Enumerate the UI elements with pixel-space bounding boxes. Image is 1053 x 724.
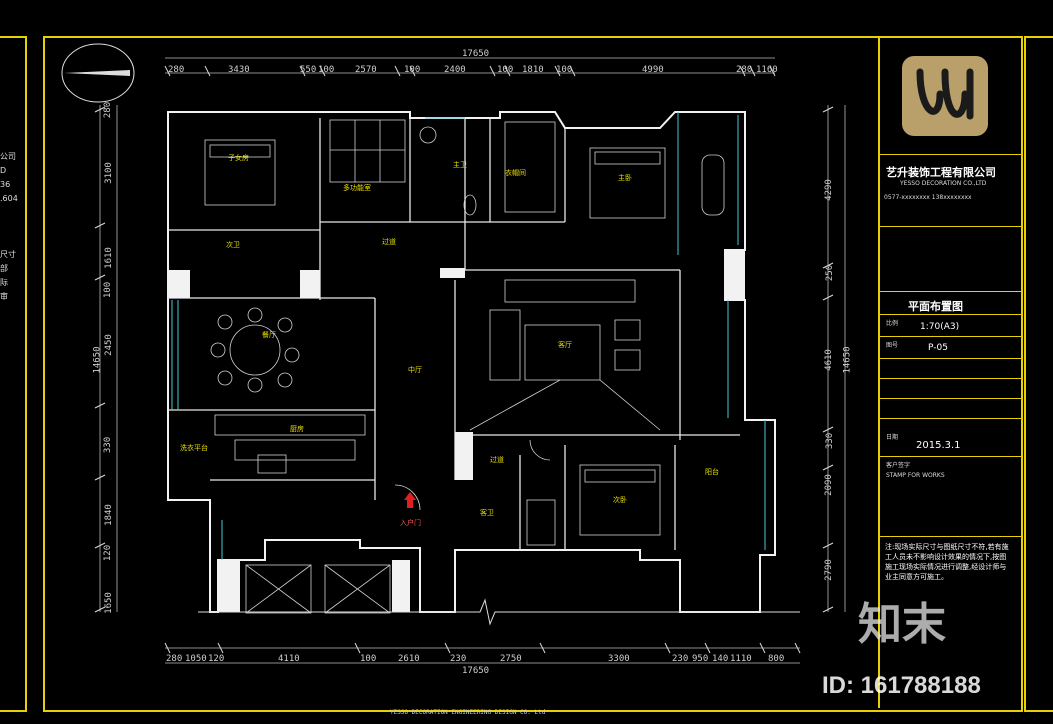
bottom-dim-4: 4110 xyxy=(278,654,300,664)
left-dim-1: 280 xyxy=(103,101,114,119)
bottom-dim-1: 280 xyxy=(166,654,183,664)
top-dim-9: 1810 xyxy=(522,65,544,75)
top-dim-5: 2570 xyxy=(355,65,377,75)
left-dim-3: 1610 xyxy=(103,247,114,269)
room-label-hall: 中厅 xyxy=(408,366,422,374)
top-dim-10: 100 xyxy=(556,65,573,75)
left-dim-8: 120 xyxy=(103,544,114,562)
watermark-brand: 知末 xyxy=(858,599,946,650)
right-total-dim: 14650 xyxy=(842,346,853,374)
right-dim-5: 2090 xyxy=(823,474,834,496)
room-label-closet: 衣帽间 xyxy=(505,169,526,177)
date-label: 日期 xyxy=(886,434,899,441)
left-total-dim: 14650 xyxy=(92,346,103,374)
top-dim-8: 100 xyxy=(497,65,514,75)
right-dim-3: 4610 xyxy=(823,349,834,371)
room-label-laundry: 洗衣平台 xyxy=(180,444,208,452)
scale-label: 比例 xyxy=(886,320,899,327)
top-dim-11: 4990 xyxy=(642,65,664,75)
bottom-total-dim: 17650 xyxy=(462,666,490,676)
right-dim-4: 330 xyxy=(825,432,836,450)
room-label-child: 子女房 xyxy=(228,154,249,162)
main-sheet-frame xyxy=(43,36,1023,712)
title-block: 艺升装饰工程有限公司 YESSO DECORATION CO.,LTD 0577… xyxy=(878,36,1021,708)
right-dim-2: 250 xyxy=(825,264,836,282)
top-dim-2: 3430 xyxy=(228,65,250,75)
right-dim-1: 4290 xyxy=(823,179,834,201)
room-label-corridor1: 过道 xyxy=(382,238,396,246)
stamp-label-en: STAMP FOR WORKS xyxy=(886,472,945,479)
company-logo-icon xyxy=(902,56,988,136)
bottom-dim-13: 1110 xyxy=(730,654,752,664)
bottom-dim-7: 230 xyxy=(450,654,467,664)
north-arrow-icon xyxy=(61,43,135,103)
bottom-dim-9: 3300 xyxy=(608,654,630,664)
left-dim-6: 330 xyxy=(103,436,114,454)
room-label-bedroom2: 次卧 xyxy=(613,496,627,504)
room-label-bath2: 次卫 xyxy=(226,241,240,249)
bottom-dim-14: 800 xyxy=(768,654,785,664)
scale-value: 1:70(A3) xyxy=(920,322,960,332)
left-sheet-frame xyxy=(0,36,27,712)
room-label-kitchen: 厨房 xyxy=(290,425,304,433)
room-label-dining: 餐厅 xyxy=(262,331,276,339)
left-dim-2: 3100 xyxy=(103,162,114,184)
room-label-multi: 多功能室 xyxy=(343,184,371,192)
top-dim-3: 550 xyxy=(300,65,317,75)
drawing-date: 2015.3.1 xyxy=(916,440,961,451)
bottom-dim-12: 140 xyxy=(712,654,729,664)
room-label-wc: 主卫 xyxy=(453,161,467,169)
drawing-title: 平面布置图 xyxy=(908,300,963,313)
company-phone: 0577-xxxxxxxx 138xxxxxxxx xyxy=(884,194,972,201)
room-label-corridor2: 过道 xyxy=(490,456,504,464)
top-dim-6: 100 xyxy=(404,65,421,75)
left-dim-4: 100 xyxy=(103,281,114,299)
right-sheet-frame xyxy=(1024,36,1053,712)
top-dim-1: 280 xyxy=(168,65,185,75)
room-label-bath3: 客卫 xyxy=(480,509,494,517)
top-dim-4: 100 xyxy=(318,65,335,75)
bottom-dim-6: 2610 xyxy=(398,654,420,664)
bottom-dim-2: 1050 xyxy=(185,654,207,664)
watermark-id: ID: 161788188 xyxy=(822,672,981,699)
left-dim-7: 1840 xyxy=(103,504,114,526)
top-dim-13: 1160 xyxy=(756,65,778,75)
drawing-number: P-05 xyxy=(928,343,948,353)
top-dim-12: 280 xyxy=(736,65,753,75)
room-label-entrance: 入户门 xyxy=(400,519,421,527)
company-name-en: YESSO DECORATION CO.,LTD xyxy=(900,180,987,187)
left-dim-9: 1650 xyxy=(103,592,114,614)
bottom-dim-11: 950 xyxy=(692,654,709,664)
bottom-dim-8: 2750 xyxy=(500,654,522,664)
bottom-dim-3: 120 xyxy=(208,654,225,664)
footer-text: YESSO DECORATION ENGINEERING DESIGN CO. … xyxy=(390,709,546,716)
company-name-cn: 艺升装饰工程有限公司 xyxy=(886,166,996,179)
number-label: 图号 xyxy=(886,342,899,349)
room-label-living: 客厅 xyxy=(558,341,572,349)
bottom-dim-5: 100 xyxy=(360,654,377,664)
floor-plan xyxy=(94,57,846,664)
bottom-dim-10: 230 xyxy=(672,654,689,664)
left-dim-5: 2450 xyxy=(103,334,114,356)
room-label-master: 主卧 xyxy=(618,174,632,182)
top-total-dim: 17650 xyxy=(462,49,490,59)
notes: 注:现场实际尺寸与图纸尺寸不符,若有施工人员未不影响设计效果的情况下,按图施工现… xyxy=(885,543,1009,581)
right-dim-6: 2790 xyxy=(823,559,834,581)
room-label-balcony: 阳台 xyxy=(705,468,719,476)
stamp-label: 客户签字 xyxy=(886,462,911,469)
top-dim-7: 2400 xyxy=(444,65,466,75)
